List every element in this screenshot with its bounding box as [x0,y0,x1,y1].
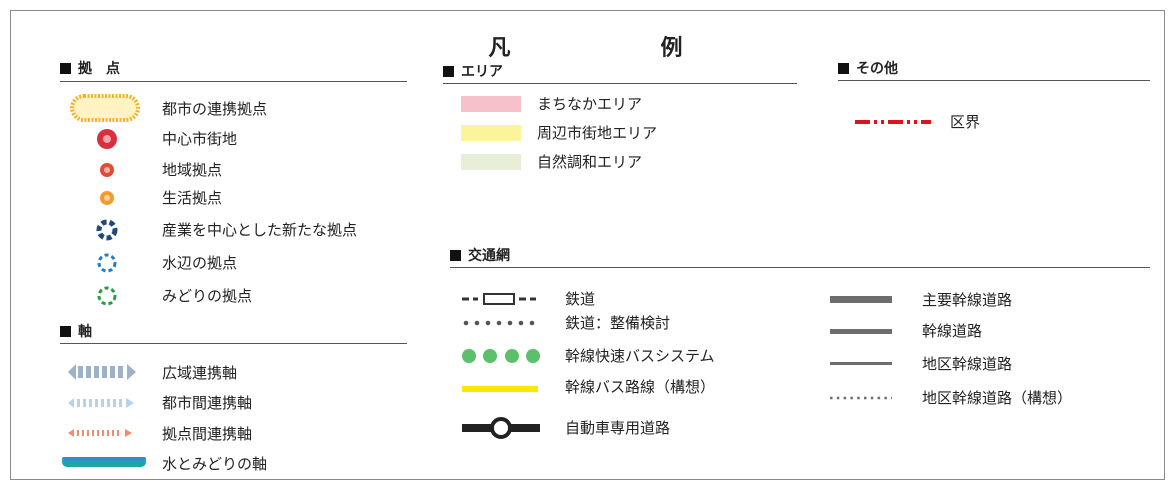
legend-label: 中心市街地 [162,130,238,148]
yellow-line-icon [462,386,538,392]
legend-label: 区界 [950,113,981,131]
legend-label: 生活拠点 [162,189,223,207]
teal-bar-icon [62,457,146,467]
orange-arrow-icon [68,429,132,437]
section-label: 交通網 [468,248,510,264]
other-icons [855,120,931,124]
legend-label: 水とみどりの軸 [162,455,268,473]
legend-label: 鉄道：整備検討 [565,314,671,332]
section-rule [443,83,797,84]
green-dashed-ring-icon [97,286,117,306]
navy-dashed-ring-icon [96,219,118,241]
green-dots-icon [462,349,540,363]
legend-frame [10,10,1165,480]
legend-label: 幹線道路 [922,322,983,340]
section-heading-other: その他 [838,58,898,78]
section-rule [450,267,1150,268]
light-blue-arrow-icon [68,398,134,408]
square-bullet-icon [443,65,454,77]
legend-label: 鉄道 [565,290,596,308]
section-heading-area: エリア [443,61,503,81]
wide-arrow-icon [68,364,136,380]
section-label: 軸 [78,324,92,340]
legend-label: みどりの拠点 [162,287,253,305]
section-label: その他 [856,61,898,77]
legend-label: まちなかエリア [537,95,643,113]
section-heading-kyoten: 拠 点 [60,58,120,78]
railway-icon [462,293,536,305]
pink-swatch-icon [461,96,521,112]
legend-title: 凡 例 [488,36,747,61]
legend-label: 地区幹線道路（構想） [922,389,1073,407]
legend-label: 広域連携軸 [162,364,238,382]
yellow-swatch-icon [461,125,521,141]
legend-label: 産業を中心とした新たな拠点 [162,221,358,239]
square-bullet-icon [60,325,71,337]
legend-label: 都市の連携拠点 [162,100,268,118]
square-bullet-icon [450,249,461,261]
section-label: 拠 点 [78,61,120,77]
section-heading-jiku: 軸 [60,321,92,341]
legend-label: 地域拠点 [162,161,223,179]
red-circle-icon [97,129,117,149]
section-label: エリア [461,64,503,80]
dotted-railway-icon [463,320,535,326]
legend-label: 都市間連携軸 [162,394,253,412]
square-bullet-icon [838,62,849,74]
small-red-circle-icon [100,163,114,177]
legend-label: 幹線快速バスシステム [565,347,715,365]
orange-circle-icon [100,191,114,205]
legend-label: 主要幹線道路 [922,291,1013,309]
gray-line-icon [830,329,892,334]
legend-label: 幹線バス路線（構想） [565,378,716,396]
blue-dashed-ring-icon [97,253,117,273]
legend-label: 拠点間連携軸 [162,425,253,443]
section-rule [60,343,407,344]
thin-gray-line-icon [830,362,892,365]
section-rule [60,81,407,82]
legend-label: 自然調和エリア [537,153,643,171]
jiku-icons [62,364,146,467]
green-swatch-icon [461,154,521,170]
kyoten-icons [70,94,140,306]
thick-gray-line-icon [830,296,892,303]
legend-label: 周辺市街地エリア [537,124,658,142]
legend-label: 自動車専用道路 [565,419,671,437]
dotted-oval-icon [70,94,140,122]
square-bullet-icon [60,62,71,74]
section-rule [838,80,1150,81]
section-heading-transport: 交通網 [450,245,510,265]
expressway-icon [462,417,540,439]
transport-icons [462,293,892,439]
legend-label: 地区幹線道路 [922,355,1013,373]
legend-label: 水辺の拠点 [162,254,238,272]
